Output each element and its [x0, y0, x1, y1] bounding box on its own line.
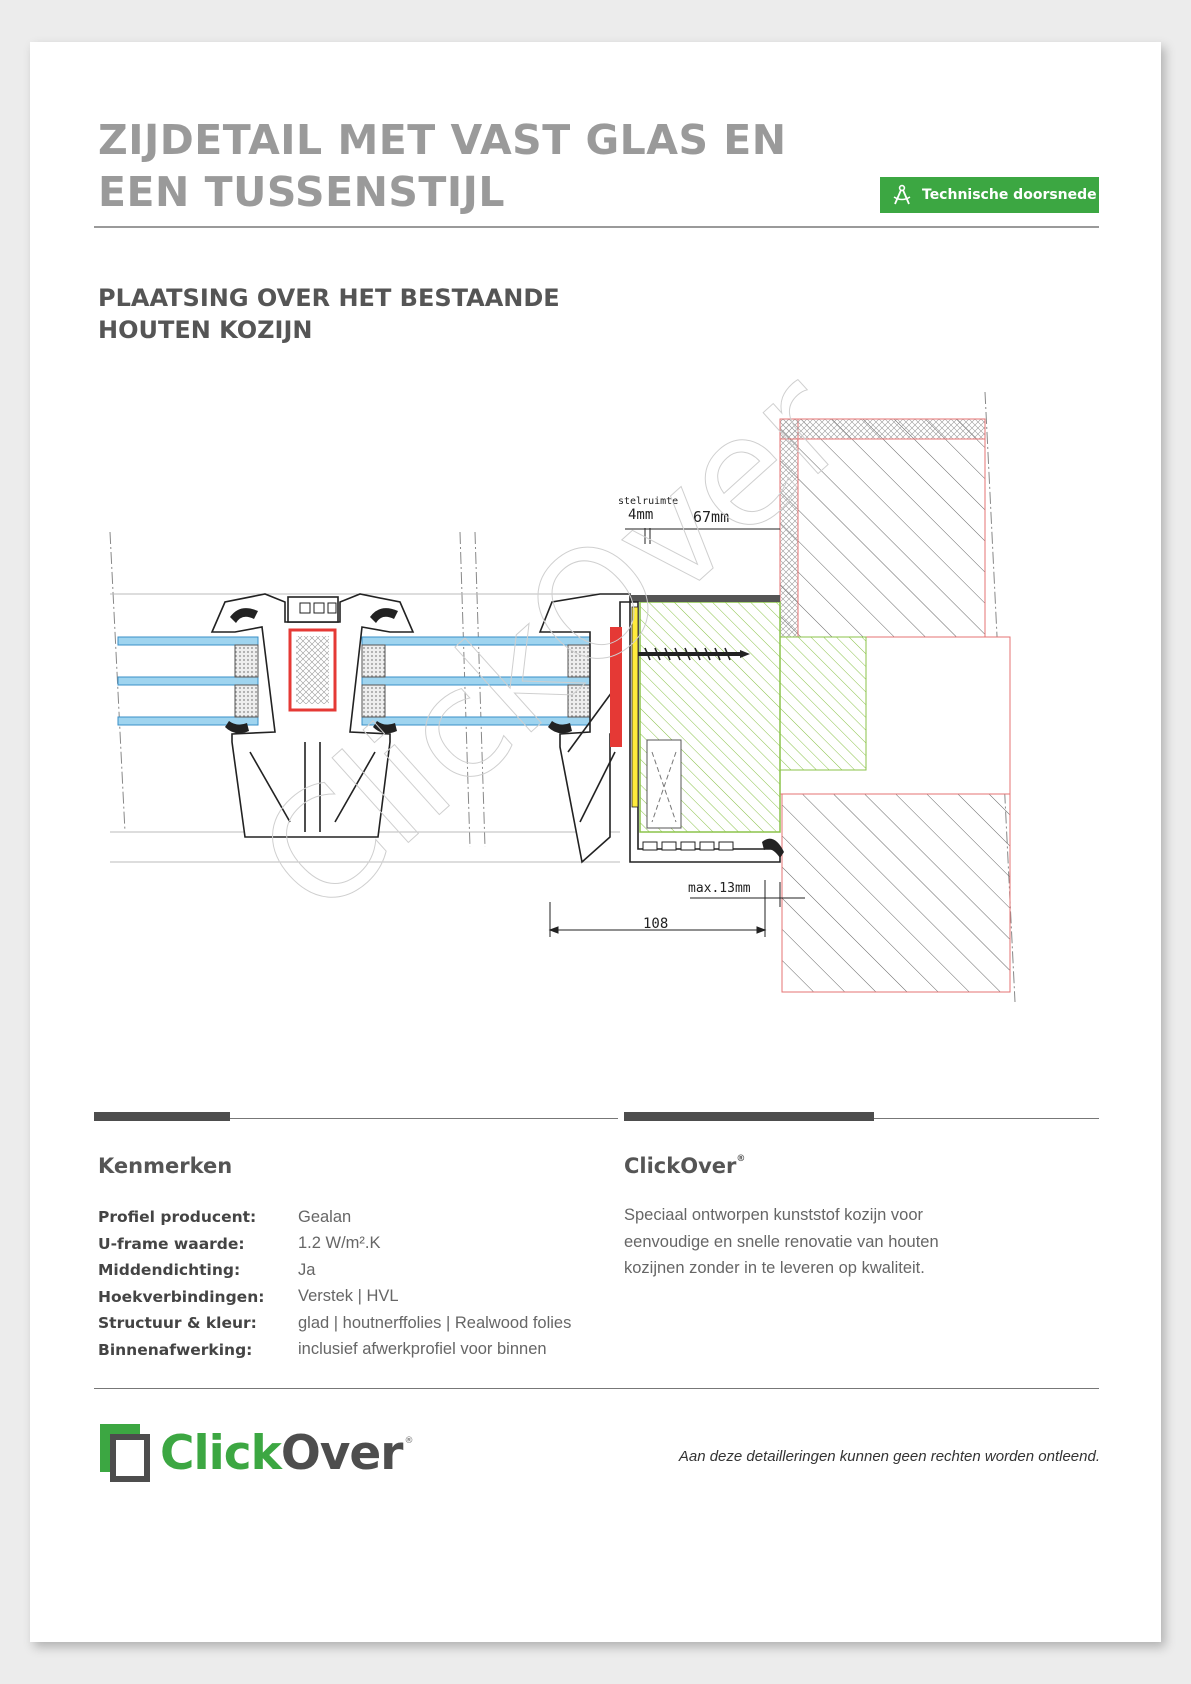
- kenmerk-label: U-frame waarde:: [98, 1234, 245, 1253]
- label-67mm: 67mm: [693, 508, 729, 526]
- masonry-wall: [779, 418, 1011, 993]
- kenmerk-value: inclusief afwerkprofiel voor binnen: [298, 1340, 547, 1359]
- kenmerk-row: Middendichting: Ja: [98, 1257, 618, 1284]
- kenmerk-row: Hoekverbindingen: Verstek | HVL: [98, 1284, 618, 1311]
- disclaimer: Aan deze detailleringen kunnen geen rech…: [678, 1448, 1100, 1465]
- kenmerk-row: Structuur & kleur: glad | houtnerffolies…: [98, 1310, 618, 1337]
- clickover-reg: ®: [736, 1154, 746, 1164]
- page-title-line2: EEN TUSSENSTIJL: [98, 168, 506, 216]
- kenmerken-list: Profiel producent: Gealan U-frame waarde…: [98, 1204, 618, 1363]
- spacers: [234, 644, 591, 718]
- badge-label: Technische doorsnede: [922, 187, 1097, 203]
- label-stelruimte: stelruimte: [618, 496, 678, 507]
- technical-drawing: stelruimte 4mm 67mm max.13mm 108 ClickOv…: [109, 362, 1016, 1003]
- subtitle-line2: HOUTEN KOZIJN: [98, 316, 313, 344]
- subtitle-line1: PLAATSING OVER HET BESTAANDE: [98, 284, 560, 312]
- clickover-line: [874, 1118, 1099, 1119]
- dimension-lines: [548, 528, 805, 937]
- document-page: ZIJDETAIL MET VAST GLAS EN EEN TUSSENSTI…: [30, 42, 1161, 1642]
- glass-panes: [117, 636, 591, 726]
- clickover-heading: ClickOver®: [624, 1154, 745, 1178]
- kenmerk-label: Binnenafwerking:: [98, 1340, 253, 1359]
- section-subtitle: PLAATSING OVER HET BESTAANDE HOUTEN KOZI…: [98, 282, 560, 346]
- clickover-logo: ClickOver ®: [98, 1422, 414, 1484]
- kenmerken-line: [230, 1118, 618, 1119]
- kenmerken-bar: [94, 1112, 230, 1121]
- technical-section-badge[interactable]: Technische doorsnede: [880, 177, 1099, 213]
- mullion-profile: [210, 593, 415, 838]
- kenmerk-value: Verstek | HVL: [298, 1287, 399, 1306]
- kenmerk-row: Binnenafwerking: inclusief afwerkprofiel…: [98, 1337, 618, 1364]
- kenmerk-value: Gealan: [298, 1207, 352, 1226]
- page-title: ZIJDETAIL MET VAST GLAS EN EEN TUSSENSTI…: [98, 114, 787, 218]
- logo-over-text: Over: [280, 1425, 404, 1481]
- kenmerk-label: Hoekverbindingen:: [98, 1287, 265, 1306]
- kenmerk-value: Ja: [298, 1260, 316, 1279]
- screw: [638, 647, 750, 661]
- kenmerk-label: Profiel producent:: [98, 1208, 257, 1227]
- label-108: 108: [643, 916, 668, 932]
- logo-click-text: Click: [160, 1425, 282, 1481]
- frame-profile: [538, 593, 781, 864]
- cover-plate: [628, 595, 780, 602]
- label-4mm: 4mm: [628, 507, 653, 523]
- compass-icon: [893, 184, 911, 205]
- kenmerk-value: glad | houtnerffolies | Realwood folies: [298, 1313, 572, 1332]
- kenmerk-row: U-frame waarde: 1.2 W/m².K: [98, 1231, 618, 1258]
- clickover-heading-text: ClickOver: [624, 1154, 737, 1178]
- kenmerk-row: Profiel producent: Gealan: [98, 1204, 618, 1231]
- label-max13mm: max.13mm: [688, 881, 751, 896]
- steel-reinforcement: [288, 628, 337, 712]
- sealing-strips: [610, 606, 784, 858]
- logo-reg: ®: [404, 1436, 414, 1446]
- clickover-description: Speciaal ontworpen kunststof kozijn voor…: [624, 1206, 939, 1277]
- title-divider: [94, 226, 1099, 228]
- clickover-logo-icon: [100, 1424, 150, 1482]
- clickover-bar: [624, 1112, 874, 1121]
- page-title-line1: ZIJDETAIL MET VAST GLAS EN: [98, 116, 787, 164]
- kenmerken-heading: Kenmerken: [98, 1154, 233, 1178]
- kenmerk-value: 1.2 W/m².K: [298, 1234, 381, 1253]
- logo-wordmark: ClickOver: [160, 1426, 403, 1481]
- kenmerk-label: Structuur & kleur:: [98, 1314, 257, 1333]
- kenmerk-label: Middendichting:: [98, 1261, 241, 1280]
- footer-divider: [94, 1388, 1099, 1389]
- wooden-frame: [639, 601, 781, 833]
